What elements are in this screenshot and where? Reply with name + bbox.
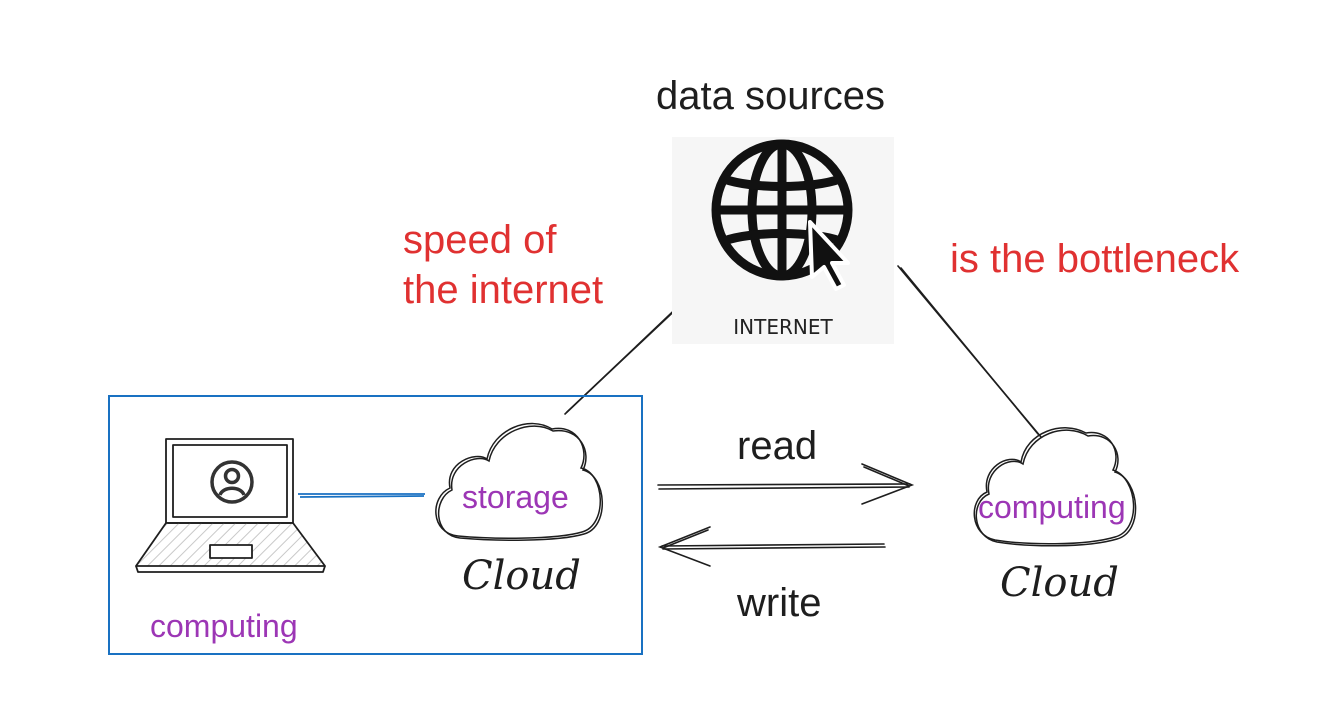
annotation-bottleneck: is the bottleneck bbox=[950, 237, 1240, 281]
internet-card: INTERNET bbox=[672, 137, 894, 344]
computing-cloud-label: computing bbox=[978, 489, 1126, 525]
read-label: read bbox=[737, 424, 818, 468]
page-title: data sources bbox=[656, 74, 886, 118]
read-arrow bbox=[657, 463, 915, 505]
storage-cloud-caption: Cloud bbox=[462, 553, 581, 599]
globe-icon bbox=[711, 139, 853, 291]
annotation-speed-line2: the internet bbox=[403, 268, 604, 312]
storage-label: storage bbox=[462, 479, 569, 515]
write-label: write bbox=[737, 581, 822, 625]
local-computing-box bbox=[108, 395, 643, 655]
storage-cloud-icon bbox=[435, 422, 603, 541]
laptop-icon bbox=[135, 438, 326, 573]
cursor-icon bbox=[808, 220, 850, 291]
laptop-to-storage-connector bbox=[298, 493, 425, 498]
computing-cloud-caption: Cloud bbox=[1000, 560, 1119, 606]
internet-label: INTERNET bbox=[733, 315, 833, 339]
link-internet-to-computing bbox=[897, 265, 1042, 438]
annotation-speed-line1: speed of bbox=[403, 218, 557, 262]
computing-cloud-icon bbox=[973, 427, 1137, 547]
local-computing-label: computing bbox=[150, 608, 298, 644]
write-arrow bbox=[657, 526, 886, 567]
user-icon bbox=[210, 460, 254, 504]
